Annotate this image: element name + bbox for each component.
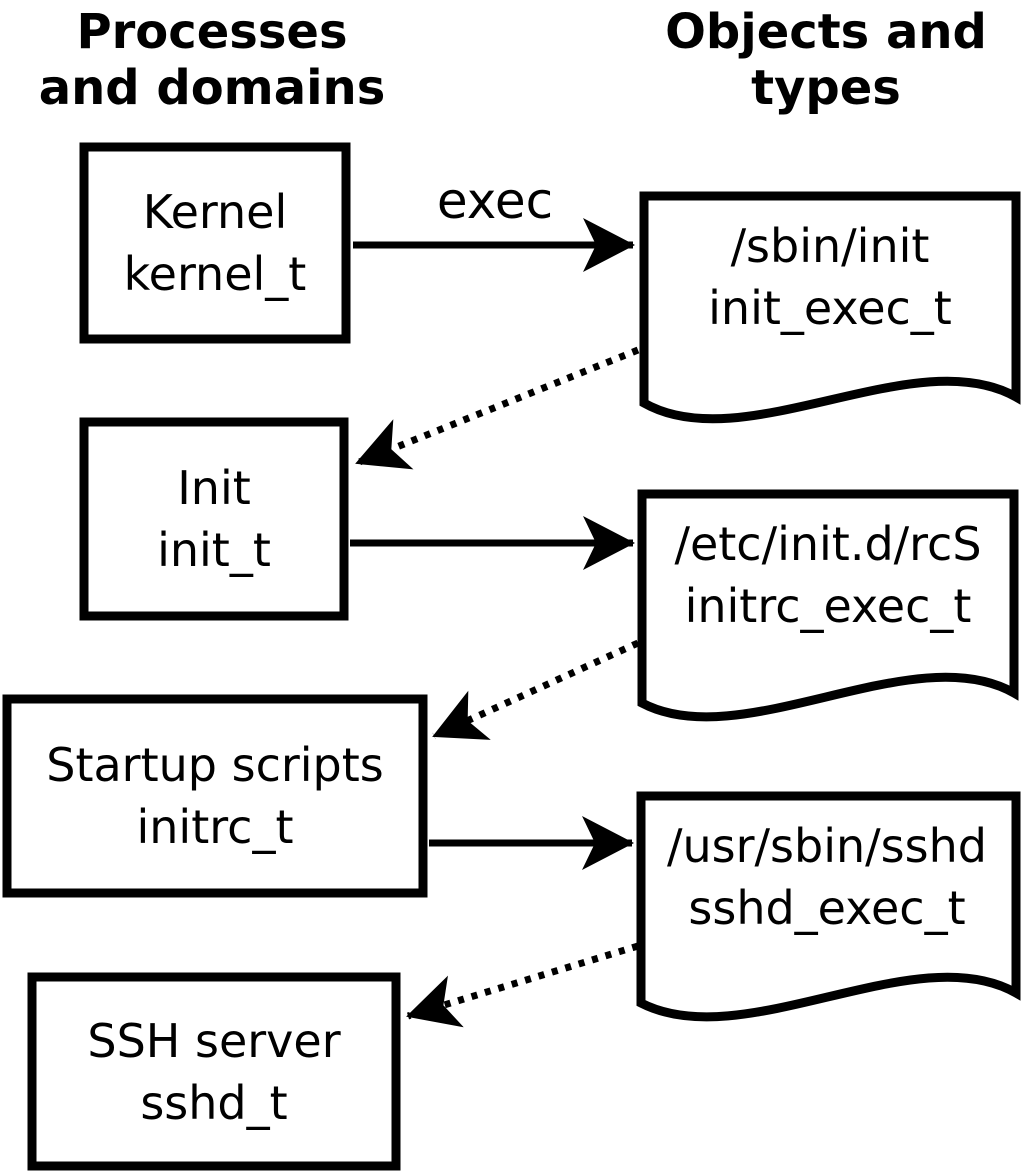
process-name: Init bbox=[177, 461, 251, 515]
column-header-processes-line1: Processes bbox=[76, 4, 348, 60]
object-type: sshd_exec_t bbox=[688, 881, 966, 935]
process-box-init bbox=[79, 417, 349, 621]
process-type: init_t bbox=[157, 523, 271, 577]
object-doc-initrc-exec bbox=[637, 489, 1019, 722]
process-type: sshd_t bbox=[140, 1075, 288, 1130]
object-type: initrc_exec_t bbox=[684, 579, 972, 633]
column-header-objects-line1: Objects and bbox=[665, 4, 987, 60]
process-box-sshd bbox=[27, 972, 401, 1171]
object-label-init-exec: /sbin/init init_exec_t bbox=[640, 172, 1020, 382]
object-label-initrc-exec: /etc/init.d/rcS initrc_exec_t bbox=[638, 470, 1018, 680]
process-name: Startup scripts bbox=[46, 738, 384, 792]
object-label-sshd-exec: /usr/sbin/sshd sshd_exec_t bbox=[637, 772, 1017, 982]
column-header-processes: Processes and domains bbox=[12, 4, 412, 116]
object-doc-sshd-exec bbox=[636, 791, 1021, 1022]
column-header-objects: Objects and types bbox=[626, 4, 1024, 116]
transition-arrow-sshd-exec-to-sshd bbox=[406, 942, 640, 1028]
object-type: init_exec_t bbox=[708, 281, 952, 335]
process-type: initrc_t bbox=[136, 800, 294, 854]
transition-arrow-init-exec-to-init bbox=[355, 346, 640, 470]
object-path: /etc/init.d/rcS bbox=[674, 517, 982, 571]
process-box-kernel bbox=[79, 142, 351, 344]
process-label-init: Init init_t bbox=[80, 418, 348, 620]
process-label-sshd: SSH server sshd_t bbox=[28, 973, 400, 1170]
object-path: /usr/sbin/sshd bbox=[667, 819, 987, 873]
process-name: Kernel bbox=[142, 185, 288, 239]
object-path: /sbin/init bbox=[730, 219, 930, 273]
process-box-initrc bbox=[2, 694, 428, 898]
process-type: kernel_t bbox=[123, 247, 307, 301]
object-doc-init-exec bbox=[639, 191, 1021, 424]
process-label-kernel: Kernel kernel_t bbox=[80, 143, 350, 343]
column-header-processes-line2: and domains bbox=[38, 60, 386, 116]
transition-arrow-initrc-exec-to-initrc bbox=[432, 639, 640, 740]
exec-arrow-label: exec bbox=[436, 172, 554, 230]
process-name: SSH server bbox=[87, 1013, 341, 1068]
process-label-initrc: Startup scripts initrc_t bbox=[3, 695, 427, 897]
column-header-objects-line2: types bbox=[751, 60, 901, 116]
